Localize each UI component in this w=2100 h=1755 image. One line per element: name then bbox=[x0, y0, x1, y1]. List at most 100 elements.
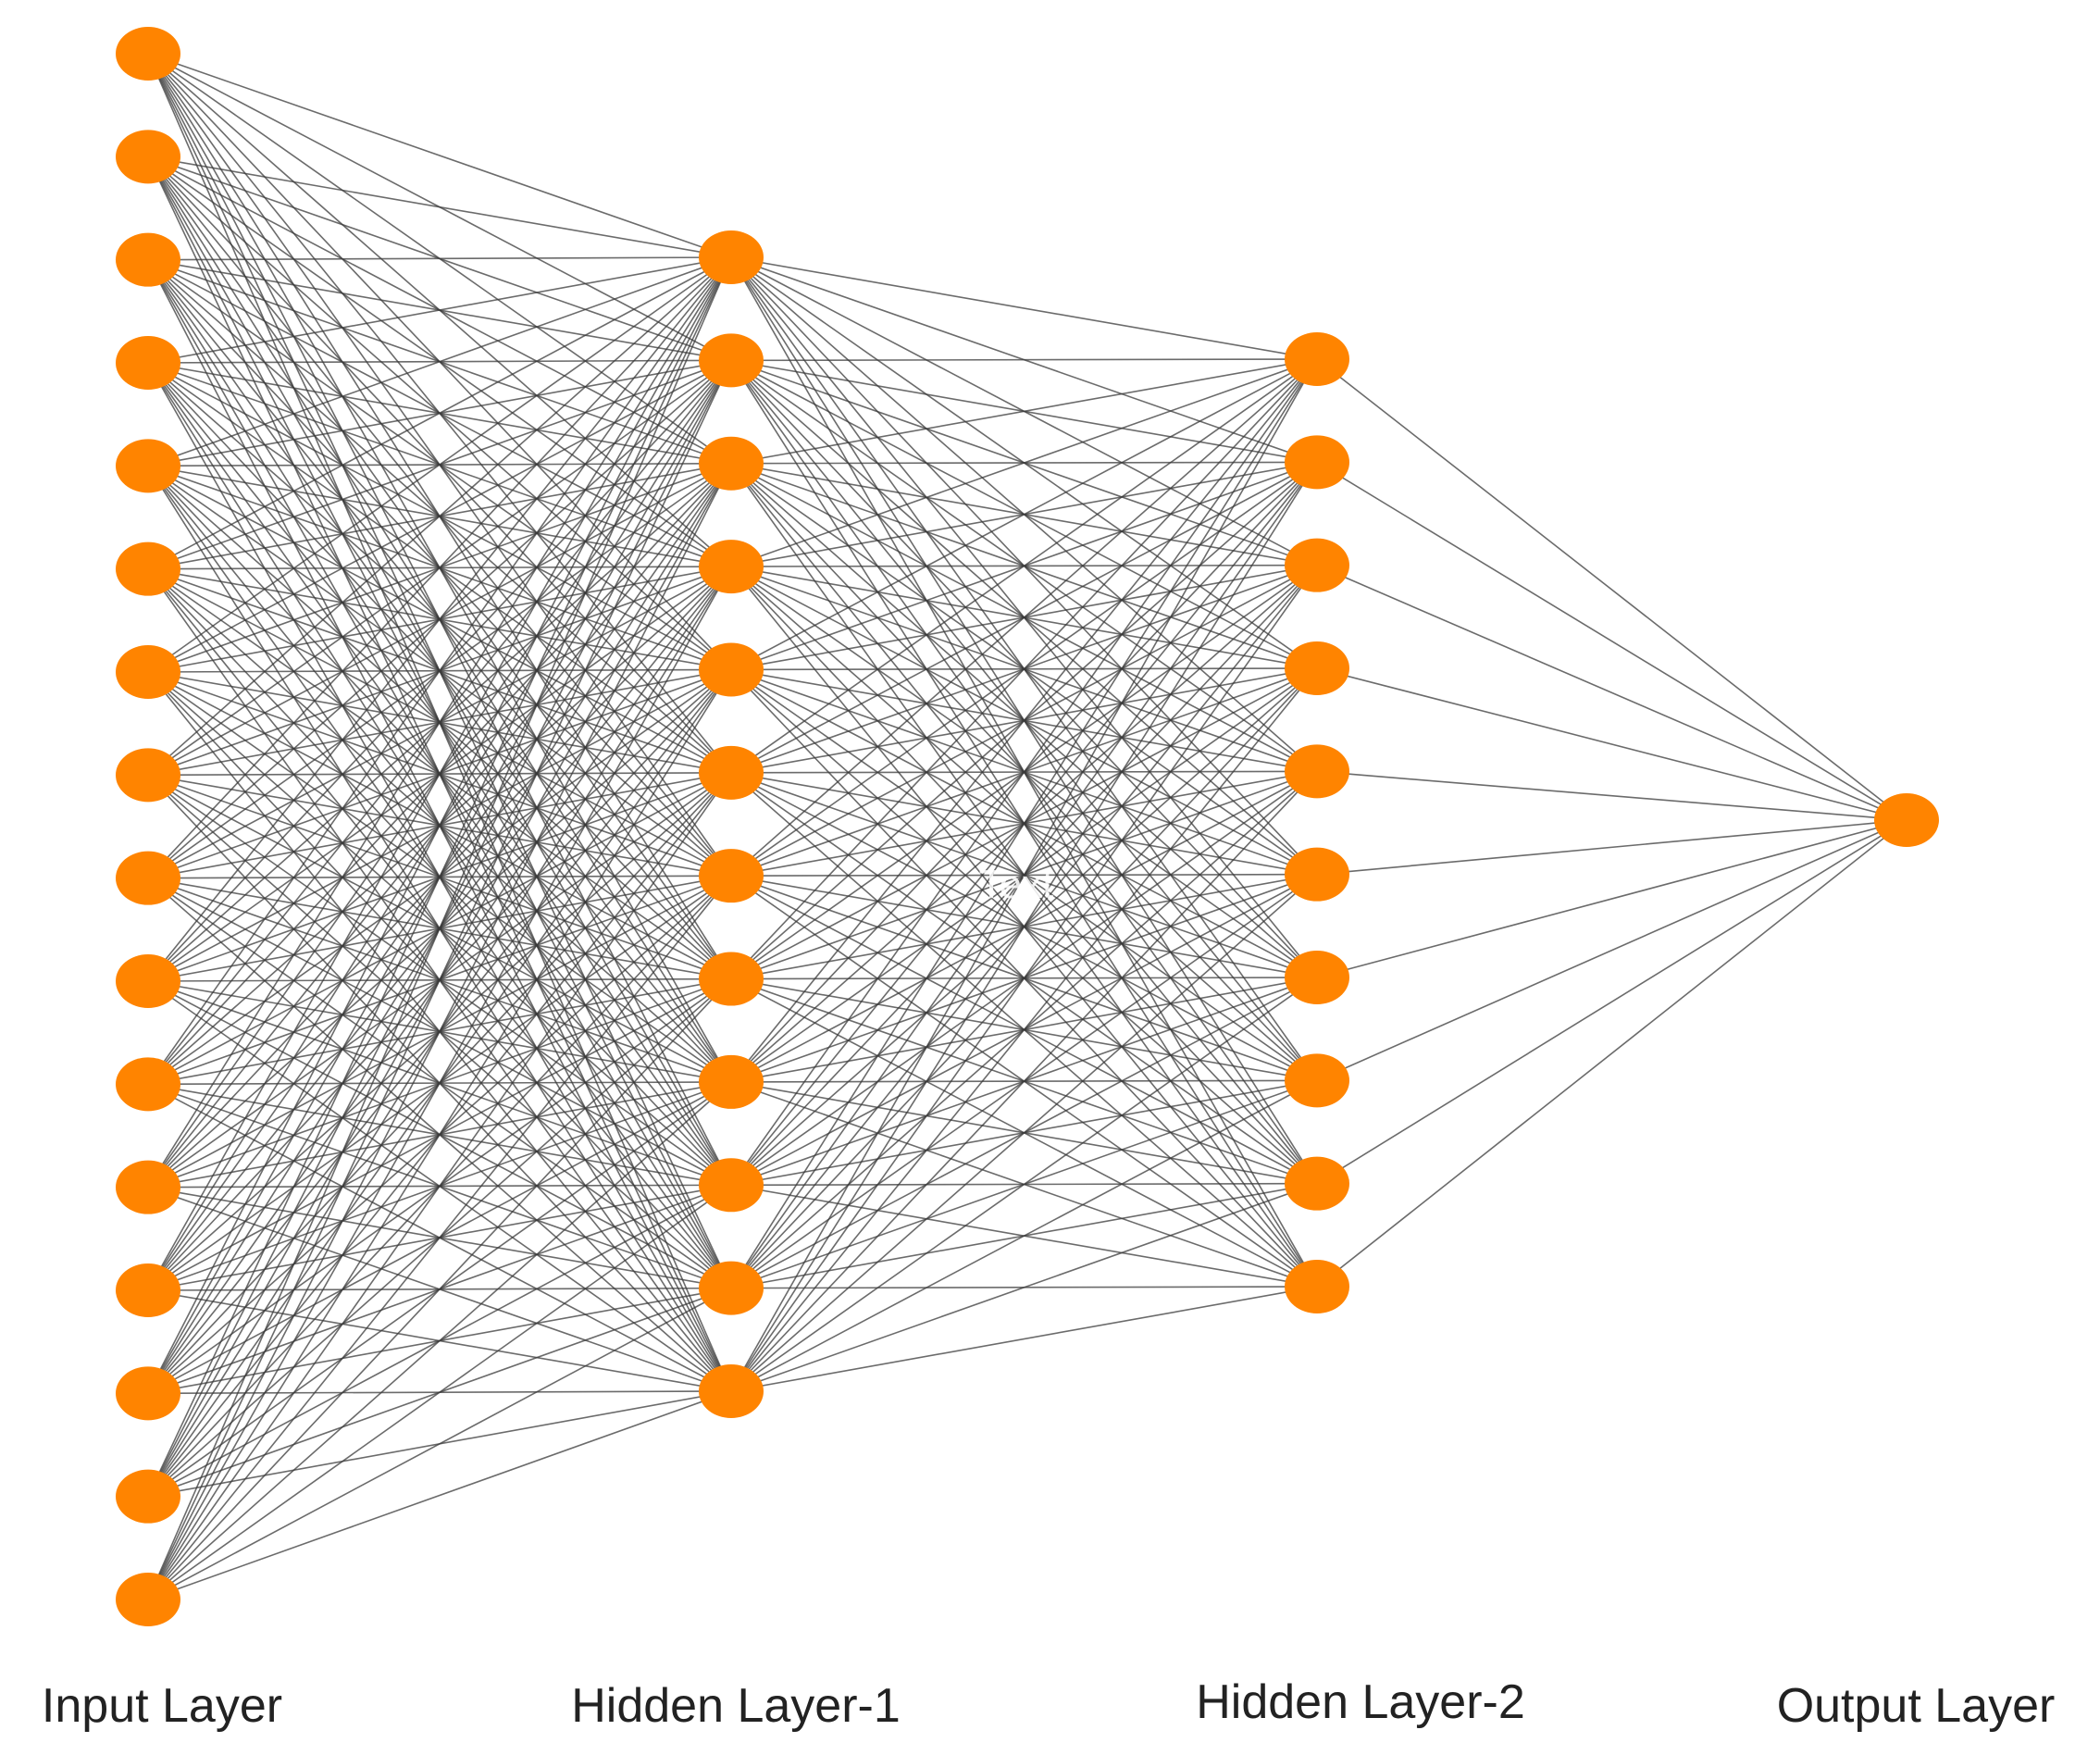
node-input-6 bbox=[116, 541, 180, 596]
node-hidden2-6 bbox=[1285, 847, 1349, 902]
edge-input-14-to-hidden1-1 bbox=[147, 256, 732, 1394]
node-hidden1-12 bbox=[699, 1364, 764, 1418]
edge-input-16-to-hidden1-7 bbox=[147, 875, 732, 1600]
edge-input-16-to-hidden1-11 bbox=[147, 1287, 732, 1600]
label-output-layer: Output Layer bbox=[1777, 1679, 2056, 1733]
edge-hidden1-2-to-hidden2-1 bbox=[730, 358, 1318, 362]
node-input-16 bbox=[116, 1573, 180, 1626]
node-input-2 bbox=[116, 130, 180, 184]
node-input-9 bbox=[116, 851, 180, 905]
edge-input-3-to-hidden1-1 bbox=[147, 256, 732, 261]
edge-input-5-to-hidden1-1 bbox=[147, 256, 732, 467]
edge-input-11-to-hidden1-1 bbox=[147, 256, 732, 1085]
edge-input-4-to-hidden1-1 bbox=[147, 256, 732, 364]
edge-hidden2-4-to-output-1 bbox=[1316, 667, 1907, 821]
edge-hidden2-10-to-output-1 bbox=[1316, 819, 1907, 1288]
edge-hidden1-9-to-hidden2-1 bbox=[730, 358, 1318, 1083]
node-input-11 bbox=[116, 1057, 180, 1112]
edge-hidden1-6-to-hidden2-1 bbox=[730, 358, 1318, 774]
edge-input-7-to-hidden1-1 bbox=[147, 256, 732, 673]
edge-input-1-to-hidden1-1 bbox=[147, 53, 732, 258]
edge-input-16-to-hidden1-1 bbox=[147, 256, 732, 1600]
node-input-8 bbox=[116, 748, 180, 803]
node-hidden1-2 bbox=[699, 333, 764, 388]
edge-input-12-to-hidden1-1 bbox=[147, 256, 732, 1189]
edge-hidden1-5-to-hidden2-1 bbox=[730, 358, 1318, 671]
node-input-13 bbox=[116, 1263, 180, 1317]
label-hidden-layer-2: Hidden Layer-2 bbox=[1196, 1675, 1525, 1729]
edge-hidden1-3-to-hidden2-1 bbox=[730, 358, 1318, 465]
edge-input-8-to-hidden1-1 bbox=[147, 256, 732, 776]
edge-hidden2-3-to-output-1 bbox=[1316, 564, 1907, 821]
node-input-10 bbox=[116, 954, 180, 1008]
edge-hidden1-12-to-hidden2-10 bbox=[730, 1286, 1318, 1392]
edge-hidden1-12-to-hidden2-3 bbox=[730, 565, 1318, 1392]
edge-hidden1-1-to-hidden2-1 bbox=[730, 256, 1318, 360]
edge-hidden1-12-to-hidden2-8 bbox=[730, 1079, 1318, 1392]
node-hidden2-4 bbox=[1285, 641, 1349, 695]
node-hidden1-4 bbox=[699, 540, 764, 594]
edge-input-10-to-hidden1-1 bbox=[147, 256, 732, 982]
edge-hidden1-12-to-hidden2-2 bbox=[730, 461, 1318, 1392]
edge-hidden1-12-to-hidden2-9 bbox=[730, 1182, 1318, 1392]
node-input-7 bbox=[116, 645, 180, 699]
node-input-12 bbox=[116, 1160, 180, 1214]
node-hidden1-3 bbox=[699, 436, 764, 491]
layer-labels: Input Layer Hidden Layer-1 Hidden Layer-… bbox=[42, 1675, 2055, 1733]
neurons bbox=[116, 27, 1939, 1626]
node-hidden2-5 bbox=[1285, 744, 1349, 799]
node-hidden2-9 bbox=[1285, 1156, 1349, 1211]
node-hidden2-7 bbox=[1285, 951, 1349, 1004]
node-hidden1-6 bbox=[699, 745, 764, 800]
node-hidden2-2 bbox=[1285, 435, 1349, 490]
edge-input-15-to-hidden1-1 bbox=[147, 256, 732, 1498]
edge-hidden2-6-to-output-1 bbox=[1316, 819, 1907, 876]
edge-input-16-to-hidden1-2 bbox=[147, 360, 732, 1600]
node-hidden2-10 bbox=[1285, 1260, 1349, 1313]
node-hidden2-1 bbox=[1285, 332, 1349, 386]
edge-input-16-to-hidden1-4 bbox=[147, 566, 732, 1600]
node-hidden1-10 bbox=[699, 1158, 764, 1213]
edge-hidden1-11-to-hidden2-1 bbox=[730, 358, 1318, 1289]
node-hidden1-9 bbox=[699, 1054, 764, 1109]
node-input-14 bbox=[116, 1366, 180, 1421]
label-hidden-layer-1: Hidden Layer-1 bbox=[571, 1679, 901, 1733]
center-watermark-text: Text bbox=[979, 862, 1054, 907]
edge-hidden2-5-to-output-1 bbox=[1316, 770, 1907, 821]
edge-input-6-to-hidden1-1 bbox=[147, 256, 732, 570]
node-hidden1-1 bbox=[699, 230, 764, 284]
edge-hidden1-12-to-hidden2-6 bbox=[730, 874, 1318, 1392]
node-hidden1-11 bbox=[699, 1261, 764, 1315]
edge-hidden1-4-to-hidden2-1 bbox=[730, 358, 1318, 567]
edge-input-9-to-hidden1-1 bbox=[147, 256, 732, 879]
edge-hidden1-8-to-hidden2-1 bbox=[730, 358, 1318, 980]
edge-hidden1-12-to-hidden2-5 bbox=[730, 770, 1318, 1392]
edge-hidden2-1-to-output-1 bbox=[1316, 358, 1907, 821]
edge-input-13-to-hidden1-1 bbox=[147, 256, 732, 1291]
edge-hidden1-12-to-hidden2-4 bbox=[730, 667, 1318, 1392]
edge-hidden1-10-to-hidden2-1 bbox=[730, 358, 1318, 1186]
edge-input-16-to-hidden1-8 bbox=[147, 977, 732, 1600]
node-hidden1-5 bbox=[699, 642, 764, 697]
node-input-5 bbox=[116, 439, 180, 493]
edge-hidden2-8-to-output-1 bbox=[1316, 819, 1907, 1082]
node-hidden2-8 bbox=[1285, 1053, 1349, 1108]
edge-hidden1-12-to-hidden2-7 bbox=[730, 977, 1318, 1392]
edge-hidden2-2-to-output-1 bbox=[1316, 461, 1907, 821]
connections bbox=[147, 53, 1907, 1600]
node-input-15 bbox=[116, 1469, 180, 1524]
node-input-3 bbox=[116, 232, 180, 287]
edge-input-16-to-hidden1-6 bbox=[147, 772, 732, 1600]
edge-input-16-to-hidden1-10 bbox=[147, 1184, 732, 1600]
edge-hidden2-9-to-output-1 bbox=[1316, 819, 1907, 1185]
edge-hidden2-7-to-output-1 bbox=[1316, 819, 1907, 978]
edge-input-16-to-hidden1-5 bbox=[147, 669, 732, 1600]
edge-input-2-to-hidden1-1 bbox=[147, 156, 732, 258]
node-hidden1-7 bbox=[699, 849, 764, 903]
edge-hidden1-7-to-hidden2-1 bbox=[730, 358, 1318, 877]
edge-input-16-to-hidden1-9 bbox=[147, 1081, 732, 1600]
node-input-1 bbox=[116, 27, 180, 81]
node-output-1 bbox=[1874, 793, 1939, 847]
node-hidden1-8 bbox=[699, 952, 764, 1006]
